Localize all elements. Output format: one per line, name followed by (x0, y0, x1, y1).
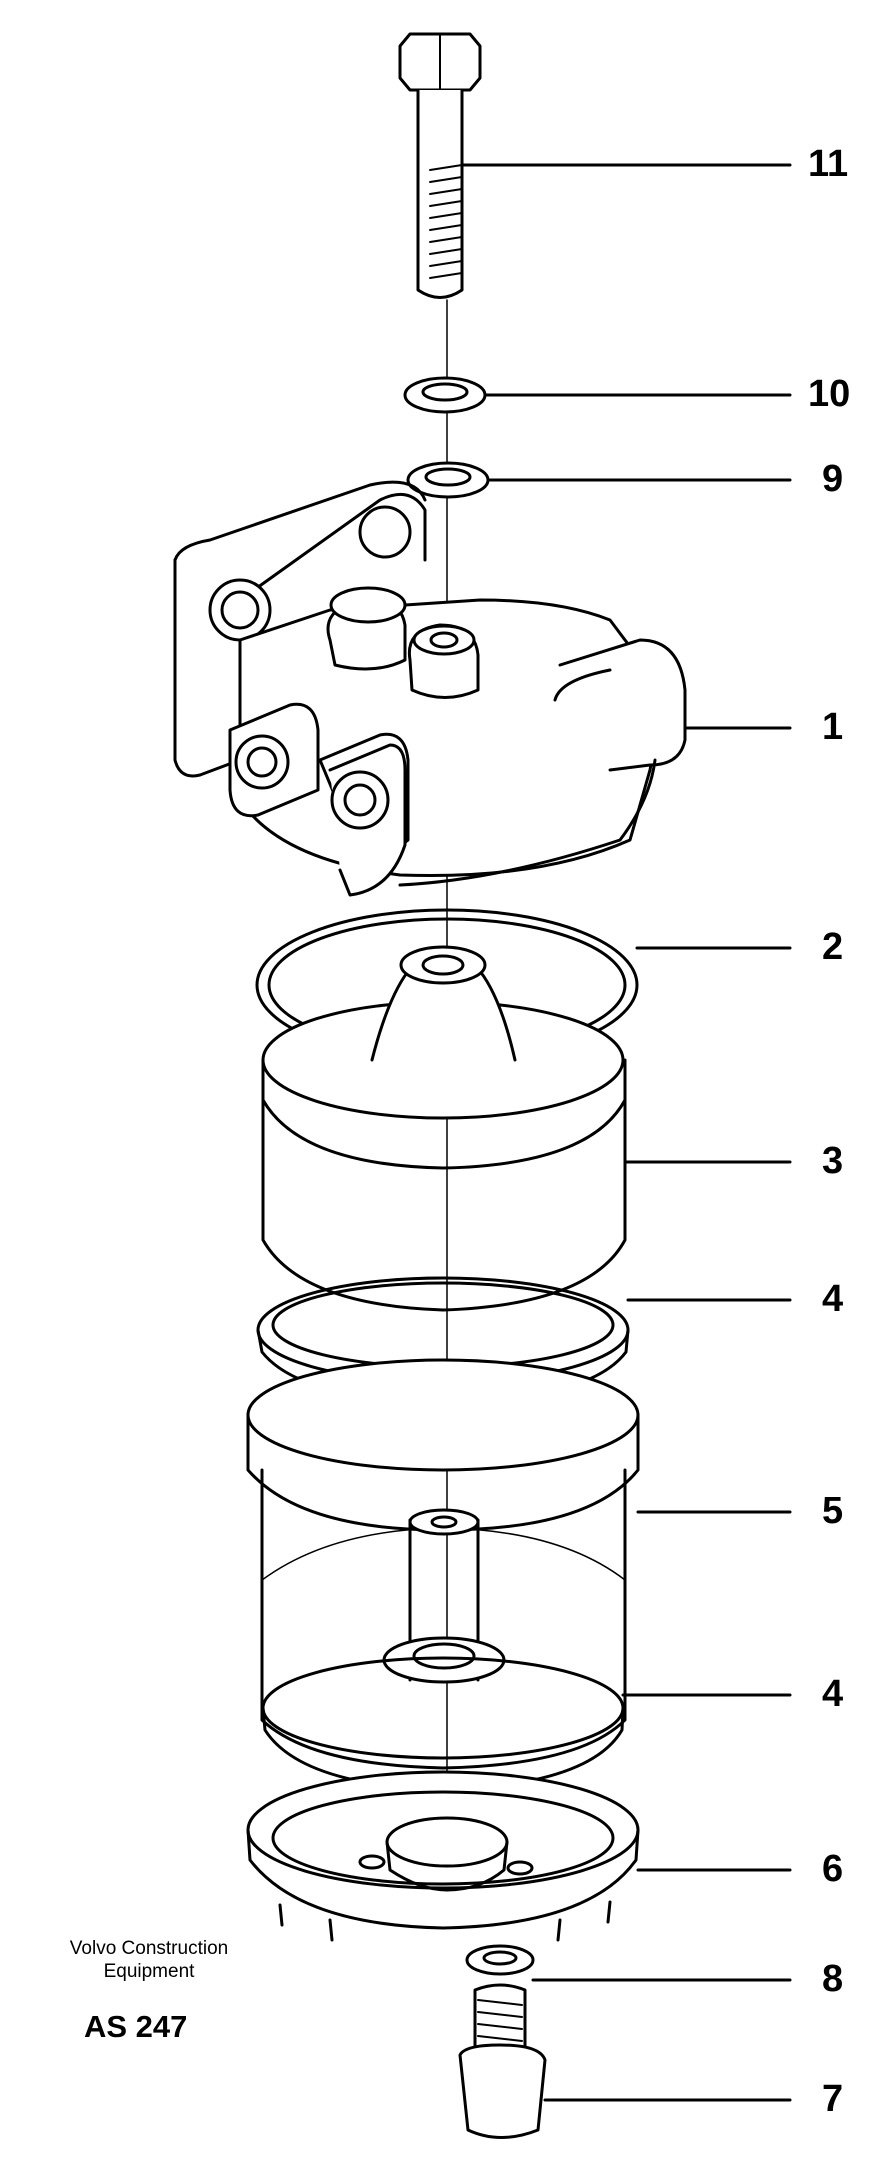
callout-10: 10 (808, 373, 851, 415)
callout-1: 1 (822, 706, 844, 748)
callout-7: 7 (822, 2078, 844, 2120)
part-7-drain-plug (458, 1983, 547, 2139)
caption-line-2: Equipment (103, 1961, 195, 1982)
part-3-filter-element (261, 945, 627, 1312)
callout-4-upper: 4 (822, 1278, 844, 1320)
caption-line-1: Volvo Construction (69, 1938, 229, 1959)
leader-lines (460, 163, 792, 2102)
callout-5: 5 (822, 1490, 844, 1532)
part-6-bottom-cover (246, 1770, 640, 1942)
callout-11: 11 (808, 143, 849, 185)
part-9-washer (406, 461, 490, 499)
illustration-code: AS 247 (84, 2009, 188, 2044)
callout-3: 3 (822, 1140, 844, 1182)
part-10-washer (403, 376, 487, 414)
part-11-bolt (398, 32, 482, 299)
callout-2: 2 (822, 926, 844, 968)
callout-8: 8 (822, 1958, 844, 2000)
part-8-washer (465, 1944, 535, 1976)
callout-4-lower: 4 (822, 1673, 844, 1715)
manufacturer-caption: Volvo Construction Equipment (44, 1937, 254, 1983)
part-5-bowl (246, 1358, 640, 1770)
callout-6: 6 (822, 1848, 844, 1890)
part-1-filter-head (173, 480, 687, 897)
callout-9: 9 (822, 458, 844, 500)
